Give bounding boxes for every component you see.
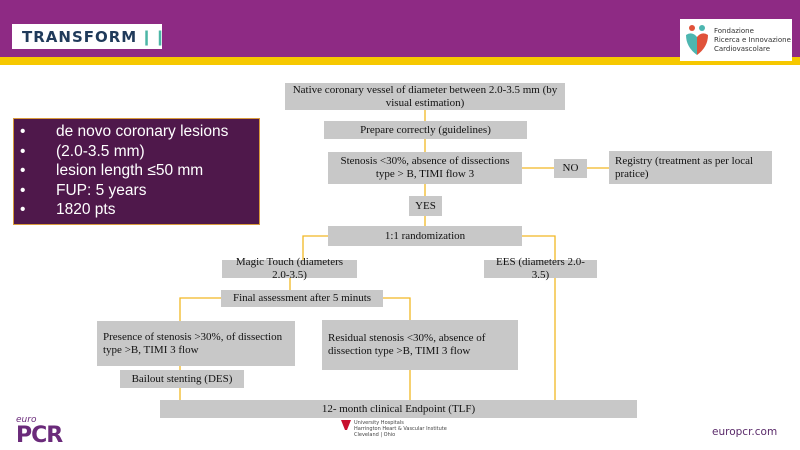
box-residual-stenosis: Residual stenosis <30%, absence of disse… <box>322 320 518 370</box>
uh-line-3: Cleveland | Ohio <box>354 432 396 438</box>
bullet: • <box>20 181 26 199</box>
box-stenosis-check: Stenosis <30%, absence of dissections ty… <box>328 152 522 184</box>
box-magic-touch: Magic Touch (diameters 2.0-3.5) <box>222 256 357 281</box>
box-native-vessel: Native coronary vessel of diameter betwe… <box>285 83 565 110</box>
summary-item: • de novo coronary lesions <box>20 122 259 142</box>
connector-right-arm <box>522 235 556 260</box>
bullet: • <box>20 162 26 180</box>
box-presence-stenosis: Presence of stenosis >30%, of dissection… <box>97 321 295 366</box>
box-prepare: Prepare correctly (guidelines) <box>324 121 527 139</box>
summary-text: lesion length ≤50 mm <box>56 162 204 180</box>
connector-final-presence <box>179 297 221 321</box>
transform-logo: TRANSFORM❙❙ <box>12 24 166 49</box>
summary-text: (2.0-3.5 mm) <box>56 142 145 160</box>
europcr-logo-pcr: PCR <box>16 423 63 448</box>
summary-item: • FUP: 5 years <box>20 181 259 201</box>
europcr-logo-euro: euro <box>16 415 37 425</box>
uh-line-2: Harrington Heart & Vascular Institute <box>354 426 447 432</box>
box-randomization: 1:1 randomization <box>328 226 522 246</box>
transform-logo-text: TRANSFORM <box>22 27 138 46</box>
hearts-logo-icon <box>686 25 708 55</box>
connector-left-arm <box>302 235 328 260</box>
fondazione-line-3: Cardiovascolare <box>714 44 771 53</box>
website-link[interactable]: europcr.com <box>712 426 778 438</box>
fondazione-line-2: Ricerca e Innovazione <box>714 35 791 44</box>
summary-item: • 1820 pts <box>20 200 259 220</box>
box-yes: YES <box>409 196 442 216</box>
box-bailout: Bailout stenting (DES) <box>120 370 244 388</box>
uh-line-1: University Hospitals <box>354 420 404 426</box>
bullet: • <box>20 142 26 160</box>
summary-item: • lesion length ≤50 mm <box>20 161 259 181</box>
uh-mark-icon <box>341 420 351 430</box>
summary-text: FUP: 5 years <box>56 181 147 199</box>
summary-item: • (2.0-3.5 mm) <box>20 142 259 162</box>
transform-logo-bars-icon: ❙❙ <box>140 27 168 46</box>
box-ees: EES (diameters 2.0-3.5) <box>484 256 597 281</box>
bullet: • <box>20 123 26 140</box>
box-no: NO <box>554 159 587 178</box>
box-registry: Registry (treatment as per local pratice… <box>609 151 772 184</box>
header-accent-band <box>0 57 800 65</box>
summary-text: de novo coronary lesions <box>56 123 229 140</box>
connector-final-residual <box>383 297 411 320</box>
fondazione-line-1: Fondazione <box>714 26 754 35</box>
box-final-assessment: Final assessment after 5 minuts <box>221 290 383 307</box>
bullet: • <box>20 201 26 219</box>
box-endpoint: 12- month clinical Endpoint (TLF) <box>160 400 637 418</box>
summary-text: 1820 pts <box>56 201 116 219</box>
study-summary-panel: •de novo coronary lesions •(2.0-3.5 mm) … <box>13 118 260 225</box>
